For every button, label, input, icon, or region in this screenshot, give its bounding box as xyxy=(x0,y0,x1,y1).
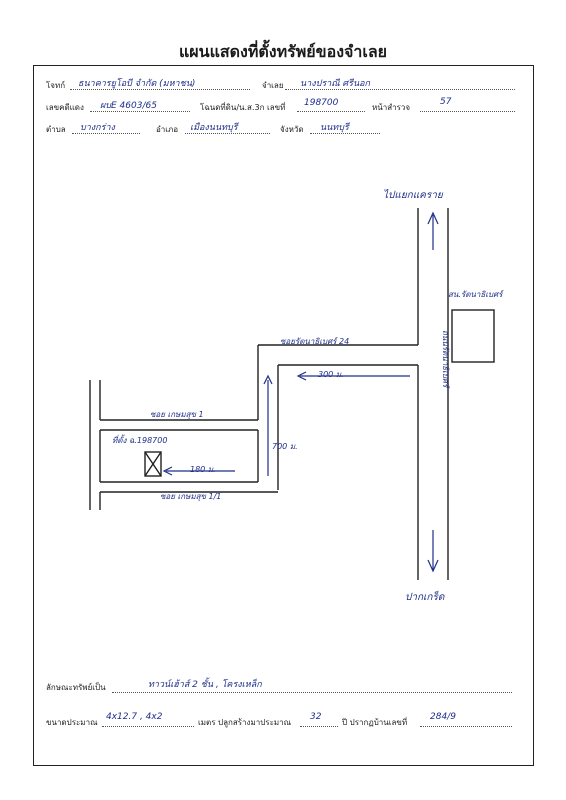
size-line xyxy=(102,726,194,727)
south-road-label: ปากเกร็ด xyxy=(405,592,445,603)
page-title: แผนแสดงที่ตั้งทรัพย์ของจำเลย xyxy=(178,42,388,61)
property-label: ลักษณะทรัพย์เป็น xyxy=(46,683,106,692)
plaintiff-label: โจทก์ xyxy=(46,81,66,90)
plaintiff-line xyxy=(70,89,250,90)
subdistrict-value: บางกร่าง xyxy=(80,123,115,133)
province-label: จังหวัด xyxy=(280,125,304,134)
market-building xyxy=(451,309,495,363)
deed-value: 198700 xyxy=(304,98,339,108)
north-road-label: ไปแยกแคราย xyxy=(383,190,443,201)
market-label: สน.รัตนาธิเบศร์ xyxy=(448,290,503,299)
main-road-label: ถนนรัตนาธิเบศร์ xyxy=(441,330,450,388)
south-arrow-head xyxy=(427,559,439,573)
dist-700-label: 700 ม. xyxy=(272,442,298,451)
deed-label: โฉนดที่ดิน/น.ส.3ก เลขที่ xyxy=(200,103,286,112)
north-arrow-head xyxy=(427,211,439,225)
case-line xyxy=(90,111,190,112)
deed-marker-label: ที่ตั้ง ฉ.198700 xyxy=(112,436,168,445)
property-box xyxy=(144,451,162,477)
soi-24-label: ซอยรัตนาธิเบศร์ 24 xyxy=(280,337,350,346)
page-label: หน้าสำรวจ xyxy=(372,103,411,112)
form-frame xyxy=(33,65,534,766)
dist-180-label: 180 ม. xyxy=(190,465,216,474)
dist-300-head xyxy=(296,371,307,381)
province-value: นนทบุรี xyxy=(320,123,349,133)
dist-700-head xyxy=(263,374,273,385)
years-line xyxy=(300,726,338,727)
page-line xyxy=(420,111,515,112)
deed-line xyxy=(297,111,365,112)
subdistrict-label: ตำบล xyxy=(46,125,66,134)
size-label: ขนาดประมาณ xyxy=(46,718,98,727)
district-line xyxy=(185,133,270,134)
defendant-value: นางปราณี ศรีนอก xyxy=(300,79,370,89)
district-value: เมืองนนทบุรี xyxy=(190,123,238,133)
property-value: ทาวน์เฮ้าส์ 2 ชั้น , โครงเหล็ก xyxy=(148,680,262,690)
dist-300-label: 300 ม. xyxy=(318,370,344,379)
case-value: ผบE 4603/65 xyxy=(100,101,157,111)
size-value: 4x12.7 , 4x2 xyxy=(106,712,163,722)
page-value: 57 xyxy=(440,97,452,107)
subdistrict-line xyxy=(72,133,140,134)
property-cross-b xyxy=(144,451,162,477)
size-unit-label: เมตร ปลูกสร้างมาประมาณ xyxy=(198,718,292,727)
years-value: 32 xyxy=(310,712,322,722)
case-label: เลขคดีแดง xyxy=(46,103,84,112)
house-no-label: ปี ปรากฏบ้านเลขที่ xyxy=(342,718,408,727)
soi-a-label: ซอย เกษมสุข 1 xyxy=(150,410,204,419)
defendant-line xyxy=(285,89,515,90)
soi-b-label: ซอย เกษมสุข 1/1 xyxy=(160,492,222,501)
province-line xyxy=(310,133,380,134)
defendant-label: จำเลย xyxy=(262,81,284,90)
house-no-value: 284/9 xyxy=(430,712,456,722)
property-line xyxy=(112,692,512,693)
house-no-line xyxy=(420,726,512,727)
plaintiff-value: ธนาคารยูโอบี จำกัด (มหาชน) xyxy=(78,79,196,89)
dist-180-head xyxy=(162,466,173,476)
district-label: อำเภอ xyxy=(156,125,179,134)
